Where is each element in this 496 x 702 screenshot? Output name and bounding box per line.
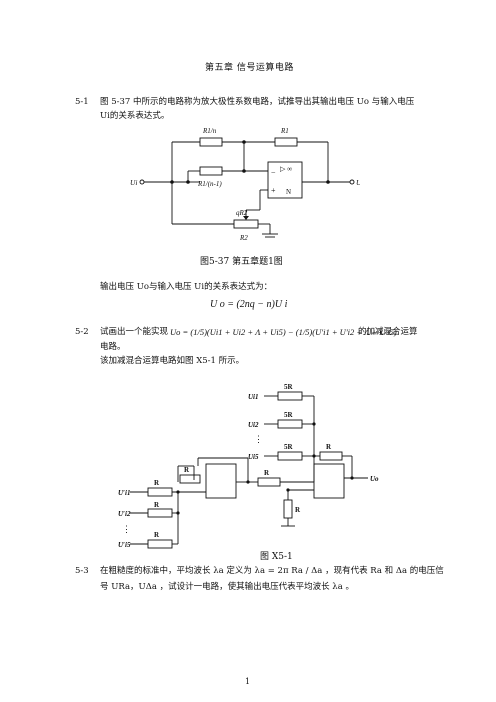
label-r1-over-n-minus-1: R1/(n-1) [197,180,222,188]
uo-terminal [349,179,355,185]
label-r1-over-n: R1/n [202,127,217,135]
opamp-n [267,161,303,199]
ui-terminal [139,179,145,185]
resistor-r-in-2 [147,508,173,518]
label-ui5: Ui5 [248,453,259,461]
figure-5-37-caption: 图5-37 第五章题1图 [200,257,283,267]
label-ui5-prime: U′i5 [118,541,131,549]
opamp-infinity-label: ▷ ∞ [280,165,292,173]
label-r-in-5: R [154,531,160,539]
resistor-r-feedback-2 [319,451,343,461]
chapter-title: 第五章 信号运算电路 [205,63,294,73]
resistor-r1-over-n-minus-1 [199,166,223,176]
dots-negative: ⋮ [122,524,131,534]
resistor-r-gnd-1 [179,474,201,484]
dots-positive: ⋮ [254,434,263,444]
circuit-figure-5-37: R1/n R1 R1/(n-1) qR2 R2 Ui Uo ▷ ∞ N − + [130,127,360,242]
opamp-minus-label: − [271,168,276,177]
label-r-interstage: R [264,469,270,477]
problem-1-formula: U o = (2nq − n)U i [210,299,288,310]
problem-3-text-line1: 在粗糙度的标准中，平均波长 λa 定义为 λa = 2π Ra / Δa ，现有… [100,566,444,576]
resistor-5r-5 [277,451,303,461]
label-ui1: Ui1 [248,393,259,401]
problem-2-text-line2: 电路。 [100,342,126,352]
resistor-r-in-5 [147,539,173,549]
problem-1-text-line1: 图 5-37 中所示的电路称为放大极性系数电路，试推导出其输出电压 Uo 与输入… [100,97,415,107]
label-r-gnd: R [184,466,190,474]
label-ui1-prime: U′i1 [118,489,130,497]
potentiometer-r2 [233,219,259,229]
label-ui2: Ui2 [248,421,259,429]
opamp-n-label: N [286,188,291,196]
label-uo: Uo [356,178,360,187]
label-r2: R2 [239,234,248,242]
opamp-2 [313,463,345,499]
problem-2-formula: Uo = (1/5)(Ui1 + Ui2 + Λ + Ui5) − (1/5)(… [170,327,397,337]
page-number: 1 [245,677,251,686]
problem-3-number: 5-3 [75,566,89,576]
label-r-feedback: R [326,443,332,451]
label-r-in-2: R [154,501,160,509]
resistor-r-interstage [257,477,281,487]
label-5r-2: 5R [284,411,294,419]
figure-x5-1-caption: 图 X5-1 [260,552,293,562]
resistor-5r-1 [277,391,303,401]
problem-1-answer-intro: 输出电压 Uo与输入电压 Ui的关系表达式为： [100,282,273,292]
label-uo-2: Uo [370,475,379,483]
problem-2-text-post: 的加减混合运算 [358,327,418,337]
label-r1: R1 [280,127,289,135]
opamp-1 [205,463,237,499]
wiper-arrow-icon [243,216,249,220]
label-r-ground: R [295,506,301,514]
label-qr2: qR2 [236,209,248,217]
label-5r-5: 5R [284,443,294,451]
label-ui2-prime: U′i2 [118,510,131,518]
label-5r-1: 5R [284,383,294,391]
label-ui: Ui [130,178,138,187]
resistor-r-in-1 [147,487,173,497]
problem-2-text-line3: 该加减混合运算电路如图 X5-1 所示。 [100,356,245,366]
problem-1-text-line2: Ui的关系表达式。 [100,111,170,121]
resistor-r-ground [283,499,293,519]
resistor-r1 [274,137,298,147]
label-r-in-1: R [154,479,160,487]
problem-1-number: 5-1 [75,97,89,107]
resistor-r1-over-n [199,137,223,147]
problem-2-text-pre: 试画出一个能实现 [100,327,169,337]
circuit-figure-x5-1: 5R 5R 5R R R R R R R R Ui1 Ui2 ⋮ Ui5 Uo … [118,383,379,549]
resistor-5r-2 [277,419,303,429]
problem-3-text-line2: 号 URa，UΔa ，试设计一电路，使其输出电压代表平均波长 λa 。 [100,582,354,592]
opamp-plus-label: + [271,186,276,195]
problem-2-number: 5-2 [75,327,89,337]
